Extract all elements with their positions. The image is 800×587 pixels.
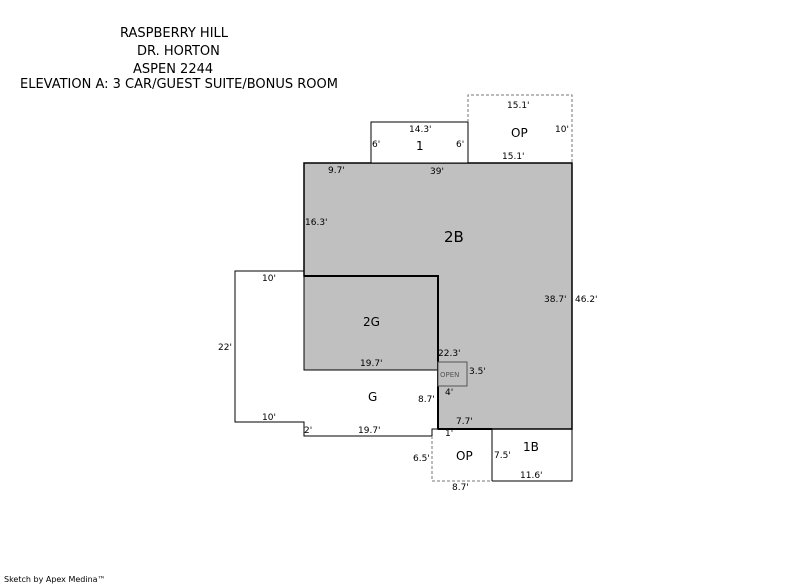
dim-area1-right: 6'	[456, 140, 464, 150]
label-open: OPEN	[440, 371, 459, 379]
dim-garage-right: 8.7'	[418, 395, 435, 405]
dim-op-top-width: 15.1'	[507, 101, 530, 111]
model-name: ASPEN 2244	[133, 62, 214, 77]
dim-garage-jog: 2'	[304, 426, 312, 436]
label-op-bottom: OP	[456, 449, 473, 463]
dim-garage-left: 22'	[218, 343, 232, 353]
dim-2g-bottom: 19.7'	[360, 359, 383, 369]
dim-garage-top: 10'	[262, 274, 276, 284]
dim-2b-bottom: 7.7'	[456, 417, 473, 427]
dim-op-bottom-left: 6.5'	[413, 454, 430, 464]
dim-2b-top: 39'	[430, 167, 444, 177]
dim-2b-top-left: 9.7'	[328, 166, 345, 176]
dim-1b-bottom: 11.6'	[520, 471, 543, 481]
open-porch-top	[467, 94, 573, 163]
label-1b: 1B	[523, 440, 539, 454]
builder-name: DR. HORTON	[137, 44, 220, 59]
dim-outer-right: 46.2'	[575, 295, 598, 305]
label-2g: 2G	[363, 315, 380, 329]
dim-op-bottom-right: 7.5'	[494, 451, 511, 461]
label-g: G	[368, 390, 377, 404]
dim-garage-bottom-left: 10'	[262, 413, 276, 423]
area-2g	[303, 275, 439, 371]
dim-area1-left: 6'	[372, 140, 380, 150]
dim-op-top-bottom: 15.1'	[502, 152, 525, 162]
sketch-credit: Sketch by Apex Medina™	[4, 575, 106, 584]
label-1: 1	[416, 139, 424, 153]
dim-op-top-depth: 10'	[555, 125, 569, 135]
dim-area1-width: 14.3'	[409, 125, 432, 135]
label-op-top: OP	[511, 126, 528, 140]
dim-garage-bottom: 19.7'	[358, 426, 381, 436]
dim-open-width: 4'	[445, 388, 453, 398]
open-box	[437, 361, 468, 387]
open-porch-bottom	[431, 436, 492, 482]
label-2b: 2B	[444, 228, 464, 246]
area-1	[370, 121, 469, 164]
dim-op-jog: 1'	[445, 429, 453, 439]
area-1b	[492, 428, 573, 482]
elevation-description: ELEVATION A: 3 CAR/GUEST SUITE/BONUS ROO…	[20, 77, 338, 92]
subdivision-name: RASPBERRY HILL	[120, 26, 229, 41]
dim-2b-inner: 22.3'	[438, 349, 461, 359]
dim-2b-left: 16.3'	[305, 218, 328, 228]
dim-op-bottom-width: 8.7'	[452, 483, 469, 493]
dim-2b-right: 38.7'	[544, 295, 567, 305]
dim-open-height: 3.5'	[469, 367, 486, 377]
